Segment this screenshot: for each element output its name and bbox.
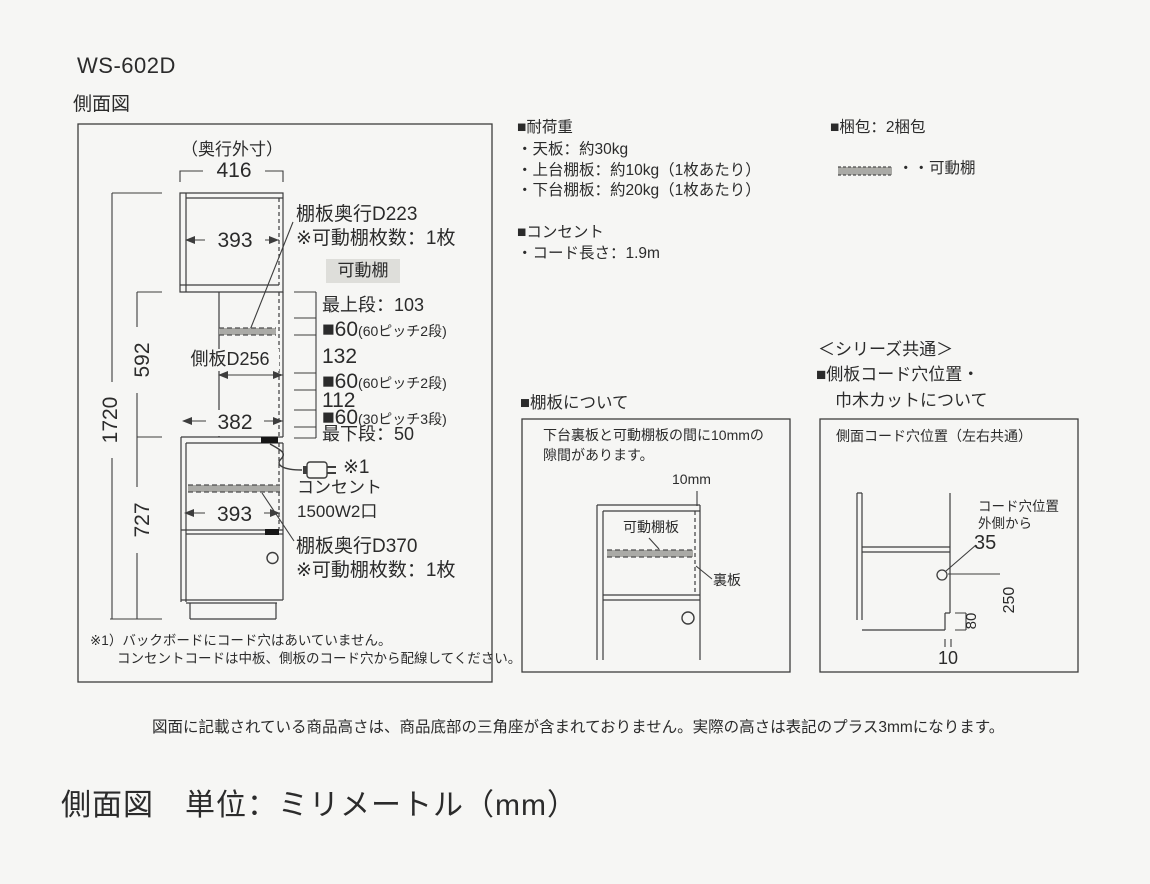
movable-shelf-upper bbox=[219, 328, 276, 335]
shelf-info-desc-2: 隙間があります。 bbox=[543, 447, 654, 463]
plug-neck bbox=[303, 466, 307, 474]
pitch-bottom-row: 最下段：50 bbox=[322, 424, 415, 444]
movable-shelf-legend-symbol bbox=[838, 166, 892, 176]
pitch-step-row-3: ■60(30ピッチ3段) bbox=[322, 405, 447, 431]
series-info-box-drawing bbox=[819, 418, 1079, 673]
side-cord-hole-title: 側面コード穴位置（左右共通） bbox=[836, 428, 1032, 444]
load-item-lower-shelf: ・下台棚板：約20kg（1枚あたり） bbox=[517, 182, 761, 199]
model-number: WS-602D bbox=[77, 53, 176, 78]
movable-shelf-chip: 可動棚 bbox=[326, 259, 400, 283]
main-footnote-2: コンセントコードは中板、側板のコード穴から配線してください。 bbox=[117, 651, 522, 666]
side-panel-d256-label: 側板D256 bbox=[181, 349, 279, 371]
dimension-arrows bbox=[182, 236, 283, 517]
shelf-count-note-top: ※可動棚枚数：1枚 bbox=[296, 228, 456, 249]
load-item-top-board: ・天板：約30kg bbox=[517, 141, 629, 158]
series-common-header: ＜シリーズ共通＞ bbox=[818, 340, 954, 359]
dim-393-bottom: 393 bbox=[205, 502, 264, 528]
outlet-label: コンセント bbox=[297, 478, 382, 497]
dim-727: 727 bbox=[130, 487, 154, 553]
dim-592: 592 bbox=[130, 327, 154, 393]
shelf-depth-d223-note: 棚板奥行D223 bbox=[296, 204, 418, 225]
shelf-info-desc-1: 下台裏板と可動棚板の間に10mmの bbox=[543, 427, 764, 443]
load-capacity-header: ■耐荷重 bbox=[517, 119, 573, 136]
main-cabinet-fills bbox=[188, 328, 328, 535]
pitch-top-row: 最上段：103 bbox=[322, 295, 425, 315]
package-header: ■梱包：2梱包 bbox=[830, 119, 926, 136]
gap-10mm-label: 10mm bbox=[672, 471, 711, 487]
shelf-bar-dashes bbox=[188, 327, 280, 493]
pitch-112: 112 bbox=[322, 389, 356, 412]
pitch-step-row-1: ■60(60ピッチ2段) bbox=[322, 317, 447, 343]
shelf-info-movable-bar bbox=[607, 549, 693, 558]
bottom-title-units: 側面図 単位：ミリメートル（mm） bbox=[61, 789, 578, 822]
pitch-step-1-suffix: (60ピッチ2段) bbox=[358, 323, 447, 339]
cord-hole-mid bbox=[265, 529, 279, 535]
view-label: 側面図 bbox=[73, 94, 131, 115]
outlet-capacity-label: 1500W2口 bbox=[297, 502, 378, 521]
pitch-step-row-2: ■60(60ピッチ2段) bbox=[322, 369, 447, 395]
cord-hole-note-2: 外側から bbox=[978, 516, 1032, 531]
dim-250: 250 bbox=[1000, 569, 1018, 631]
movable-shelf-legend-label: ・・可動棚 bbox=[898, 160, 976, 177]
main-footnote-1: ※1）バックボードにコード穴はあいていません。 bbox=[90, 633, 392, 648]
dim-10: 10 bbox=[937, 648, 959, 668]
shelf-depth-d370-note: 棚板奥行D370 bbox=[296, 536, 418, 557]
shelf-info-box-drawing bbox=[521, 418, 791, 673]
depth-outer-label: （奥行外寸） bbox=[181, 140, 283, 159]
main-cabinet-drawing bbox=[179, 170, 336, 620]
movable-shelf-lower bbox=[188, 485, 280, 492]
pitch-step-3-suffix: (30ピッチ3段) bbox=[358, 411, 447, 427]
pitch-step-3-num: ■60 bbox=[322, 406, 359, 429]
shelf-info-header: ■棚板について bbox=[520, 394, 629, 412]
pitch-132: 132 bbox=[322, 345, 358, 368]
pitch-step-1-num: ■60 bbox=[322, 318, 359, 341]
main-drawing-frame bbox=[77, 123, 493, 683]
load-capacity-list: ・天板：約30kg ・上台棚板：約10kg（1枚あたり） ・下台棚板：約20kg… bbox=[517, 140, 761, 202]
outlet-spec-header: ■コンセント bbox=[517, 224, 604, 241]
back-board-label: 裏板 bbox=[713, 572, 741, 588]
plug-icon bbox=[306, 461, 328, 479]
shelf-count-note-bottom: ※可動棚枚数：1枚 bbox=[296, 560, 456, 581]
cord-hole-top bbox=[261, 437, 278, 443]
shelf-pitch-ladder bbox=[294, 291, 317, 439]
dim-382: 382 bbox=[206, 410, 264, 436]
baseboard-cut-header: 巾木カットについて bbox=[835, 391, 988, 410]
dim-35: 35 bbox=[974, 532, 997, 554]
cord-hole-position-header: ■側板コード穴位置・ bbox=[816, 365, 980, 384]
pitch-step-2-suffix: (60ピッチ2段) bbox=[358, 375, 447, 391]
dim-1720: 1720 bbox=[98, 382, 122, 458]
dim-393-top: 393 bbox=[205, 228, 265, 254]
dim-80: 80 bbox=[963, 612, 980, 630]
load-item-upper-shelf: ・上台棚板：約10kg（1枚あたり） bbox=[517, 161, 761, 179]
bottom-disclaimer-note: 図面に記載されている商品高さは、商品底部の三角座が含まれておりません。実際の高さ… bbox=[152, 719, 1005, 736]
dim-416: 416 bbox=[203, 158, 265, 184]
movable-shelf-board-label: 可動棚板 bbox=[623, 519, 679, 535]
ref1-mark: ※1 bbox=[343, 457, 370, 478]
outlet-cord-length: ・コード長さ：1.9m bbox=[517, 245, 660, 262]
pitch-step-2-num: ■60 bbox=[322, 370, 359, 393]
cord-hole-note-1: コード穴位置 bbox=[978, 499, 1059, 514]
